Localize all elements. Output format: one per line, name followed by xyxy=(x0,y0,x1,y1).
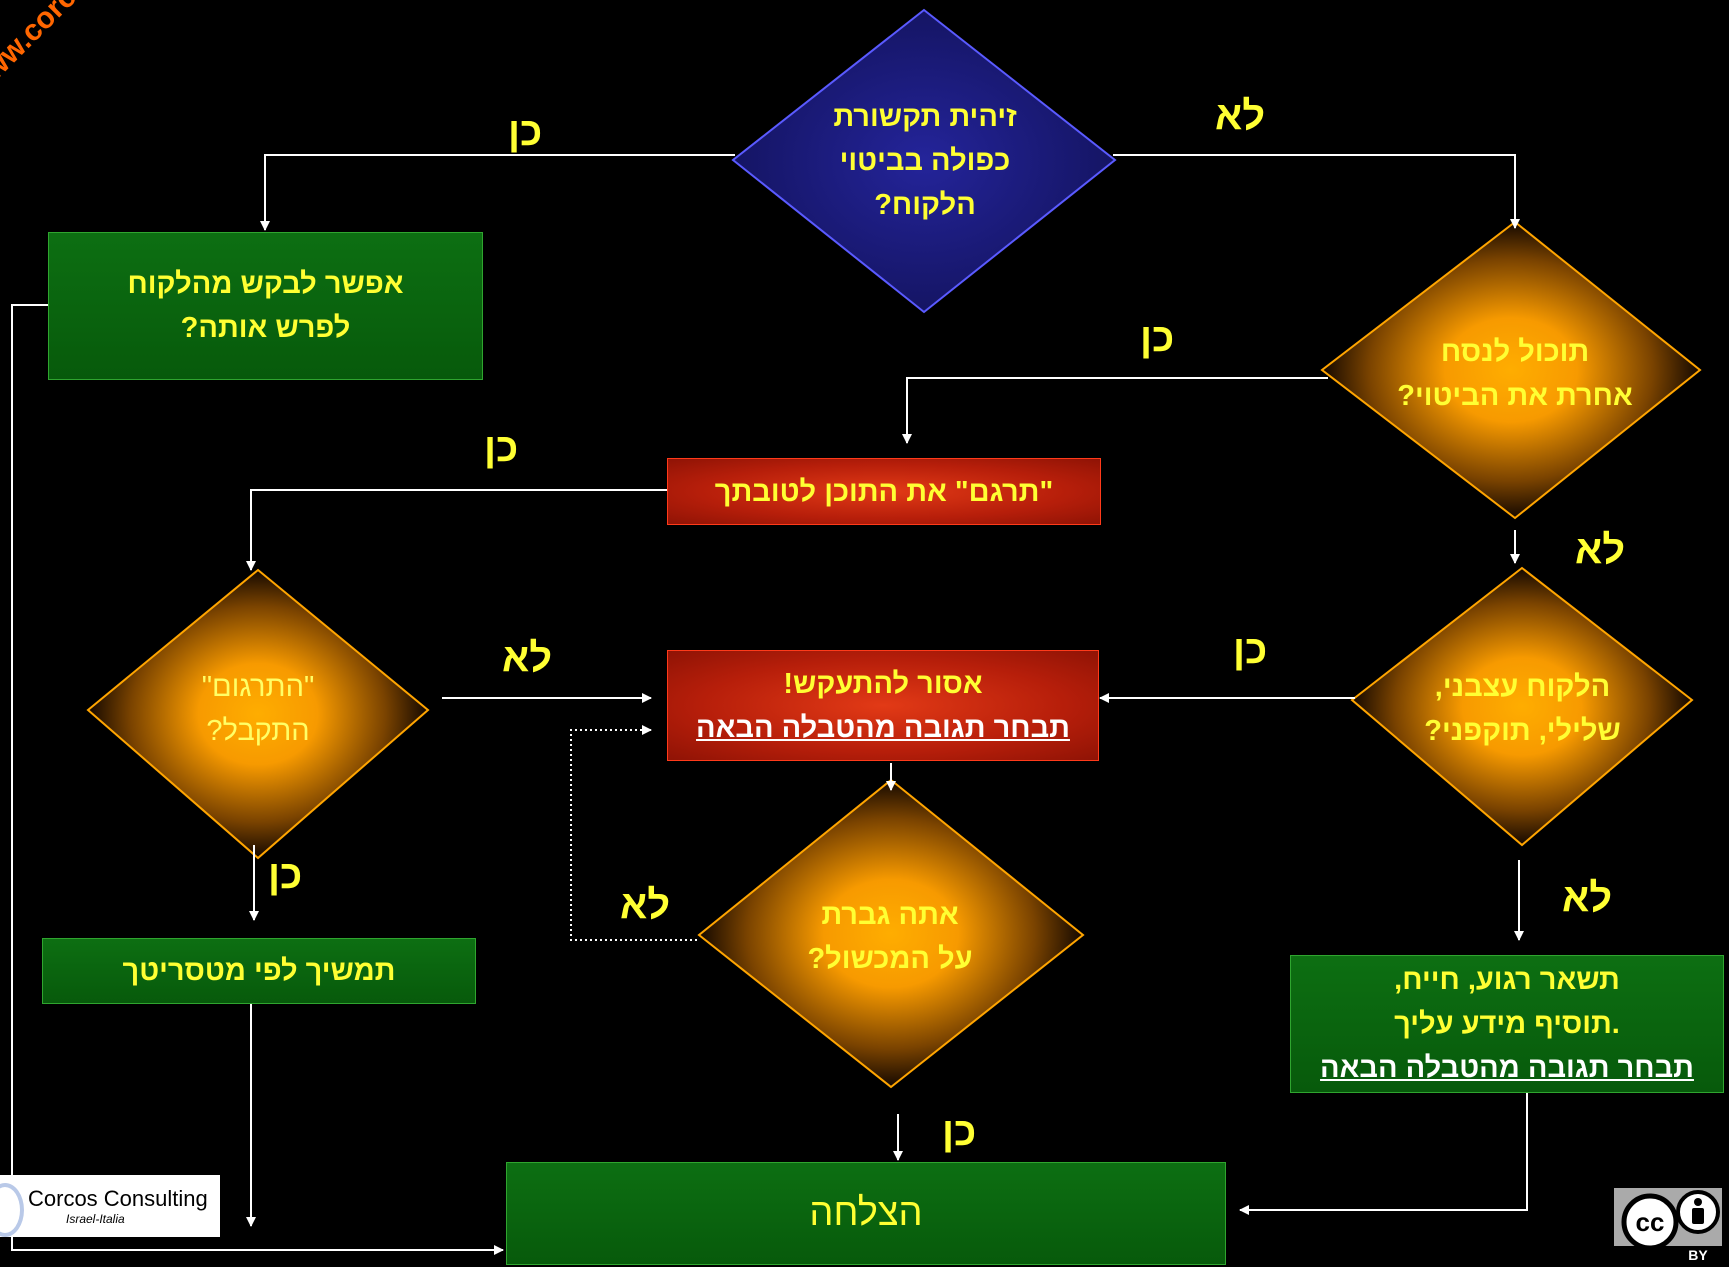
box-calm-line-2: .תוסיף מידע עליך xyxy=(1394,1008,1620,1040)
decision-nervous-diamond xyxy=(1350,566,1694,847)
label-yes-translation: כן xyxy=(268,853,303,897)
decision-rephrase-line-1: תוכול לנסח xyxy=(1440,336,1590,368)
label-yes-overcome: כן xyxy=(942,1110,977,1154)
label-no-overcome: לא xyxy=(620,883,671,927)
box-stay-calm: תשאר רגוע, חייח, .תוסיף מידע עליך תבחר ת… xyxy=(1290,955,1724,1093)
corcos-logo: Corcos Consulting Israel-Italia xyxy=(0,1175,220,1237)
box-forbidden: אסור להתעקש! תבחר תגובה מהטבלה הבאה xyxy=(667,650,1099,761)
box-calm-line-1: תשאר רגוע, חייח, xyxy=(1394,964,1620,996)
connector-rephrase-to-translate xyxy=(902,377,1328,444)
label-yes-main: כן xyxy=(508,110,543,154)
connector-overcome-loop xyxy=(570,725,697,941)
box-continue-script: תמשיך לפי מטסריטך xyxy=(42,938,476,1004)
cc-by-text: BY xyxy=(1688,1247,1708,1263)
cc-text: cc xyxy=(1636,1207,1665,1237)
label-yes-nervous: כן xyxy=(1233,628,1268,672)
connector-calm-to-success xyxy=(1239,1090,1528,1215)
box-forbidden-link[interactable]: תבחר תגובה מהטבלה הבאה xyxy=(696,711,1070,744)
decision-main-line-2: כפולה בביטוי xyxy=(839,145,1011,177)
decision-overcome-line-1: אתה גברת xyxy=(821,899,959,931)
decision-rephrase-line-2: אחרת את הביטוי? xyxy=(1397,380,1633,412)
label-no-nervous: לא xyxy=(1562,876,1613,920)
box-success-text: הצלחה xyxy=(809,1192,923,1234)
label-no-translation: לא xyxy=(502,636,553,680)
decision-translation-line-1: "התרגום" xyxy=(201,671,315,703)
box-calm-link[interactable]: תבחר תגובה מהטבלה הבאה xyxy=(1320,1052,1694,1084)
label-no-rephrase: לא xyxy=(1575,528,1626,572)
connector-main-to-rephrase xyxy=(1113,154,1520,229)
decision-overcome-line-2: על המכשול? xyxy=(807,943,973,975)
label-yes-translate: כן xyxy=(484,426,519,470)
label-yes-rephrase: כן xyxy=(1140,316,1175,360)
decision-main-text: זיהית תקשורת כפולה בביטוי הלקוח? xyxy=(780,95,1070,227)
connector-ask-to-success xyxy=(11,304,504,1255)
box-ask-client: אפשר לבקש מהלקוח לפרש אותה? xyxy=(48,232,483,380)
decision-main-diamond xyxy=(731,8,1117,314)
decision-rephrase-diamond xyxy=(1320,220,1702,520)
label-no-main: לא xyxy=(1215,94,1266,138)
decision-translation-line-2: התקבל? xyxy=(206,715,310,747)
box-forbidden-title: אסור להתעקש! xyxy=(783,667,983,700)
box-continue-text: תמשיך לפי מטסריטך xyxy=(122,955,396,987)
decision-rephrase-text: תוכול לנסח אחרת את הביטוי? xyxy=(1370,330,1660,418)
connector-translate-to-translation xyxy=(246,489,667,571)
decision-nervous-text: הלקוח עצבני, שלילי, תוקפני? xyxy=(1385,665,1660,753)
decision-overcome-text: אתה גברת על המכשול? xyxy=(760,893,1020,981)
box-translate-text: "תרגם" את התוכן לטובתך xyxy=(714,475,1054,508)
connector-main-to-ask xyxy=(260,154,735,231)
decision-main-line-1: זיהית תקשורת xyxy=(833,101,1017,133)
decision-translation-text: "התרגום" התקבל? xyxy=(133,665,383,753)
logo-arc-icon xyxy=(0,1183,24,1237)
box-translate-content: "תרגם" את התוכן לטובתך xyxy=(667,458,1101,525)
box-success: הצלחה xyxy=(506,1162,1226,1265)
cc-by-license-icon: cc BY xyxy=(1614,1188,1722,1264)
box-ask-line-2: לפרש אותה? xyxy=(180,312,351,344)
decision-overcome-diamond xyxy=(697,778,1085,1089)
decision-nervous-line-1: הלקוח עצבני, xyxy=(1434,671,1611,703)
decision-nervous-line-2: שלילי, תוקפני? xyxy=(1424,715,1621,747)
decision-translation-diamond xyxy=(86,568,430,860)
logo-name: Corcos Consulting xyxy=(28,1186,208,1211)
decision-main-line-3: הלקוח? xyxy=(874,189,976,221)
logo-subtitle: Israel-Italia xyxy=(66,1212,125,1226)
box-ask-line-1: אפשר לבקש מהלקוח xyxy=(127,268,404,300)
